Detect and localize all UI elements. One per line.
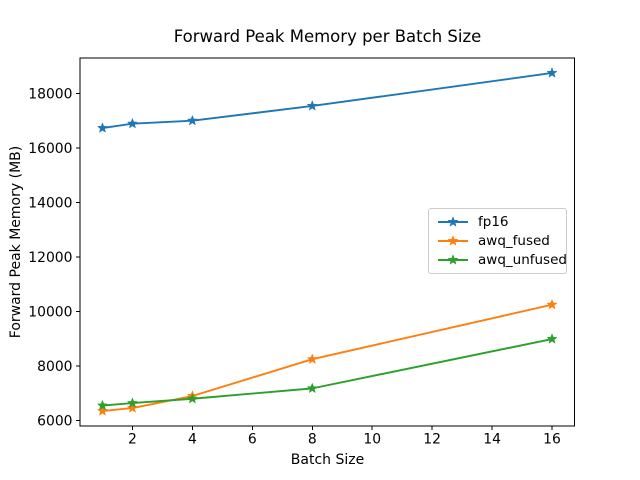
y-tick-label-16000: 16000 [28,141,72,157]
y-tick-label-8000: 8000 [37,359,72,375]
series-marker-awq_unfused-x4 [186,392,199,404]
series-marker-awq_fused-x8 [306,353,318,364]
series-marker-awq_unfused-x16 [546,333,558,344]
axes-frame [79,57,575,427]
legend-label-fp16: fp16 [478,213,509,230]
legend-label-awq_unfused: awq_unfused [478,252,567,269]
y-tick-label-14000: 14000 [28,195,72,211]
series-line-awq_unfused [101,338,553,407]
chart-title: Forward Peak Memory per Batch Size [173,27,482,46]
legend-marker-fp16 [438,215,468,227]
legend-marker-awq_unfused [438,254,468,266]
series-marker-awq_unfused-x2 [126,397,139,408]
y-axis-label: Forward Peak Memory (MB) [8,145,24,339]
series-marker-fp16-x1 [96,122,109,133]
series-line-fp16 [101,72,553,130]
y-tick-label-10000: 10000 [28,304,72,320]
legend-item-awq_unfused: awq_unfused [437,253,567,267]
series-marker-awq_fused-x2 [126,402,139,413]
series-marker-fp16-x16 [546,67,558,78]
series-marker-awq_unfused-x8 [306,382,318,394]
series-line-awq_fused [101,303,553,412]
x-tick-label-14: 14 [483,432,501,448]
y-tick-label-6000: 6000 [37,413,72,429]
legend-item-fp16: fp16 [437,215,558,229]
series-marker-fp16-x2 [126,117,139,129]
legend-item-awq_fused: awq_fused [437,234,558,248]
series-marker-fp16-x8 [306,100,318,111]
x-tick-label-2: 2 [128,432,137,448]
x-tick-label-12: 12 [423,432,441,448]
series-marker-fp16-x4 [186,114,199,126]
x-tick-label-4: 4 [188,432,197,448]
x-tick-label-6: 6 [248,432,257,448]
y-tick-label-12000: 12000 [28,250,72,266]
x-axis-label: Batch Size [290,452,365,468]
series-marker-awq_unfused-x1 [96,399,109,411]
x-tick-label-10: 10 [363,432,381,448]
x-tick-label-16: 16 [543,432,561,448]
series-marker-awq_fused-x16 [546,298,558,310]
legend-label-awq_fused: awq_fused [478,232,550,249]
series-marker-awq_fused-x1 [96,405,109,416]
legend-marker-awq_fused [438,235,468,246]
y-tick-label-18000: 18000 [28,86,72,102]
legend: fp16 awq_fused awq_unfused [428,208,567,274]
x-tick-label-8: 8 [308,432,317,448]
